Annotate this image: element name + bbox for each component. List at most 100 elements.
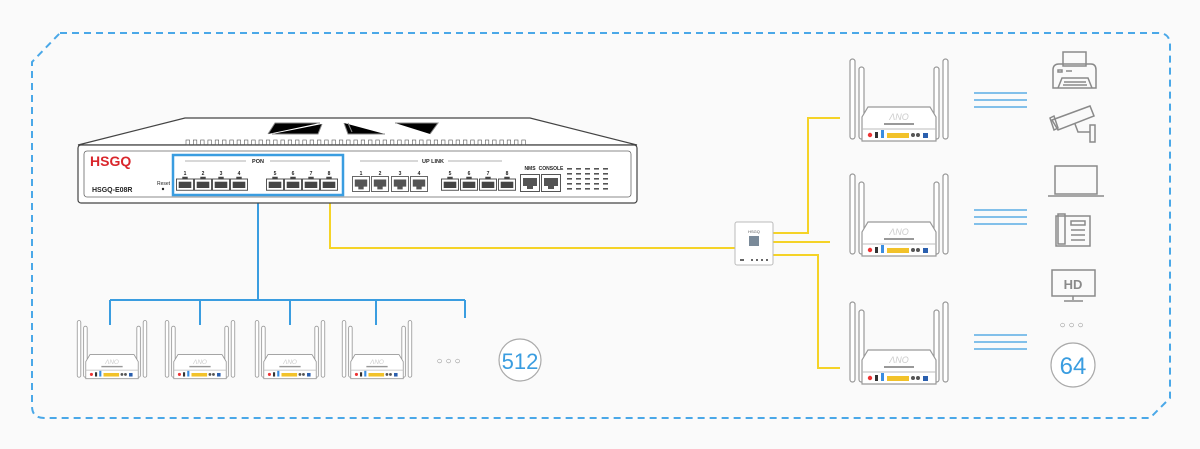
olt-brand-logo: HSGQ xyxy=(90,153,131,169)
vent-slot xyxy=(419,139,424,146)
device-count-64: 64 xyxy=(1060,353,1087,380)
vent-slot xyxy=(390,139,395,146)
onu-router xyxy=(849,301,949,385)
vent-slot xyxy=(287,139,293,146)
uplink-port-number: 6 xyxy=(468,171,471,177)
vent-slot xyxy=(331,139,336,146)
vent-slot xyxy=(346,139,351,146)
vent-slot xyxy=(251,139,256,146)
pon-port xyxy=(266,176,284,191)
uplink-port xyxy=(371,176,389,192)
uplink-port-number: 3 xyxy=(399,171,402,177)
vent-slot xyxy=(411,139,417,146)
uplink-port xyxy=(352,176,370,192)
vent-slot xyxy=(229,139,234,146)
vent-slot xyxy=(426,139,431,146)
vent-slot xyxy=(375,139,380,146)
pon-port-number: 4 xyxy=(238,171,241,177)
vent-slot xyxy=(244,139,249,146)
vent-slot xyxy=(265,139,271,146)
vent-slot xyxy=(521,139,526,146)
uplink-port xyxy=(441,176,459,191)
vent-slot xyxy=(280,139,285,146)
onu-count-512: 512 xyxy=(502,349,539,374)
vent-slot xyxy=(397,139,402,146)
hd-tv-label: HD xyxy=(1064,277,1083,292)
vent-slot xyxy=(441,139,446,146)
pon-fiber-yellow xyxy=(329,117,840,369)
pon-port xyxy=(320,176,338,191)
status-leds xyxy=(567,168,608,190)
more-devices-ellipsis: ○○○ xyxy=(1059,320,1086,331)
uplink-port-number: 4 xyxy=(418,171,421,177)
uplink-port xyxy=(460,176,478,191)
pon-port-number: 3 xyxy=(220,171,223,177)
vent-slot xyxy=(295,139,300,146)
vent-slot xyxy=(514,139,519,146)
cctv-camera-icon xyxy=(1049,105,1096,143)
vent-slot xyxy=(484,139,490,146)
nms-label: NMS xyxy=(524,166,536,172)
vent-slot xyxy=(477,139,482,146)
vent-slot xyxy=(455,139,460,146)
onu-router xyxy=(76,320,148,380)
hd-tv-icon xyxy=(1051,269,1096,302)
vent-slot xyxy=(273,139,278,146)
vent-slot xyxy=(338,139,344,146)
reset-label: Reset xyxy=(157,181,171,187)
network-boundary xyxy=(31,32,1171,419)
pon-port-number: 1 xyxy=(184,171,187,177)
uplink-port-number: 8 xyxy=(506,171,509,177)
vent-slot xyxy=(506,139,512,146)
reset-button[interactable] xyxy=(161,187,165,191)
pon-fiber-blue xyxy=(109,203,466,325)
onu-router xyxy=(164,320,236,380)
pon-port xyxy=(302,176,320,191)
console-label: CONSOLE xyxy=(539,166,564,172)
vent-slot xyxy=(317,139,322,146)
onu-router xyxy=(254,320,326,380)
pon-port-number: 5 xyxy=(274,171,277,177)
uplink-port-number: 7 xyxy=(487,171,490,177)
vent-slot xyxy=(353,139,358,146)
vent-slot xyxy=(499,139,504,146)
vent-slot xyxy=(185,139,190,146)
vent-slot xyxy=(368,139,373,146)
onu-router xyxy=(849,58,949,142)
vent-slot xyxy=(324,139,329,146)
pon-port xyxy=(284,176,302,191)
uplink-port xyxy=(410,176,428,192)
vent-slot xyxy=(214,139,219,146)
qr-code xyxy=(749,236,759,246)
pon-port-number: 7 xyxy=(310,171,313,177)
pon-port-number: 6 xyxy=(292,171,295,177)
pon-highlight-box xyxy=(171,153,345,197)
vent-slot xyxy=(463,139,468,146)
onu-router xyxy=(849,173,949,257)
vent-slot xyxy=(193,139,198,146)
optical-splitter: HSGQ xyxy=(734,221,774,266)
pon-port-number: 2 xyxy=(202,171,205,177)
pon-label: PON xyxy=(252,159,264,165)
desk-phone-icon xyxy=(1055,213,1091,247)
onu-router xyxy=(341,320,413,380)
more-onus-ellipsis: ○○○ xyxy=(436,356,463,367)
pon-port xyxy=(212,176,230,191)
laptop-icon xyxy=(1048,165,1104,197)
uplink-port xyxy=(479,176,497,191)
uplink-label: UP LINK xyxy=(422,159,444,165)
uplink-port xyxy=(391,176,409,192)
ethernet-links xyxy=(974,92,1027,350)
vent-slot xyxy=(302,139,307,146)
pon-port xyxy=(230,176,248,191)
vent-slot xyxy=(360,139,366,146)
vent-slot xyxy=(448,139,453,146)
vent-slot xyxy=(222,139,227,146)
vent-slot xyxy=(236,139,241,146)
vent-slot xyxy=(433,139,439,146)
vent-slot xyxy=(382,139,387,146)
splitter-brand-label: HSGQ xyxy=(748,229,760,234)
vent-slot xyxy=(470,139,475,146)
uplink-port-number: 1 xyxy=(360,171,363,177)
